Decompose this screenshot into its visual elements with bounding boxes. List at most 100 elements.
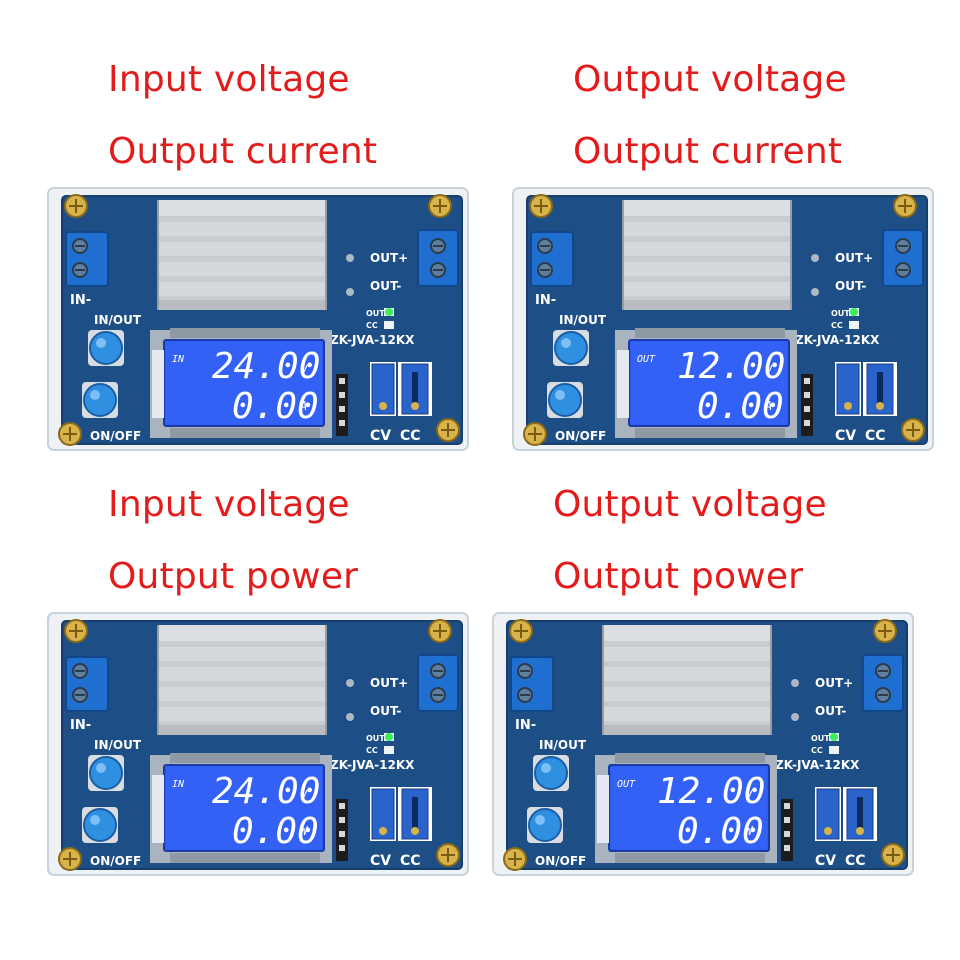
led-cc-label: CC	[831, 321, 843, 330]
screw-icon	[436, 418, 460, 442]
in-minus-label: IN-	[70, 718, 91, 733]
model-label: ZK-JVA-12KX	[775, 758, 860, 772]
input-terminal-icon	[65, 656, 109, 712]
cc-potentiometer-icon[interactable]	[398, 362, 432, 416]
cc-potentiometer-icon[interactable]	[843, 787, 877, 841]
in-out-button[interactable]	[88, 330, 124, 366]
cv-label: CV	[370, 428, 391, 444]
header-pins	[781, 799, 793, 861]
heatsink-icon	[157, 625, 327, 735]
on-off-button[interactable]	[527, 807, 563, 843]
cc-label: CC	[845, 853, 866, 869]
screw-icon	[881, 843, 905, 867]
cv-potentiometer-icon[interactable]	[370, 787, 396, 841]
led-out-icon	[850, 308, 858, 316]
screw-icon	[64, 619, 88, 643]
caption-line-1: Input voltage	[108, 484, 350, 525]
header-pins	[336, 799, 348, 861]
lcd-top-value: 12.00	[677, 346, 785, 387]
lcd-top-value: 24.00	[212, 771, 320, 812]
on-off-button[interactable]	[82, 382, 118, 418]
screw-icon	[529, 194, 553, 218]
out-plus-label: OUT+	[370, 676, 408, 690]
caption-line-2: Output power	[108, 556, 359, 597]
caption-line-1: Output voltage	[573, 59, 847, 100]
in-out-button[interactable]	[553, 330, 589, 366]
in-out-label: IN/OUT	[539, 738, 587, 752]
out-plus-label: OUT+	[835, 251, 873, 265]
input-terminal-icon	[510, 656, 554, 712]
lcd-display	[595, 753, 777, 863]
in-minus-label: IN-	[70, 293, 91, 308]
screw-icon	[901, 418, 925, 442]
screw-icon	[893, 194, 917, 218]
converter-board-photo: IN- OUT+ OUT- OUT CC ZK-JVA-12KX IN/OU	[492, 612, 914, 876]
out-plus-label: OUT+	[370, 251, 408, 265]
caption-line-2: Output power	[553, 556, 804, 597]
lcd-top-unit: V	[300, 363, 308, 377]
cv-potentiometer-icon[interactable]	[835, 362, 861, 416]
converter-board-photo: IN- OUT+ OUT- OUT CC ZK-JVA-12KX IN/OU	[512, 187, 934, 451]
on-off-label: ON/OFF	[555, 429, 606, 443]
lcd-bottom-value: 0.00	[232, 811, 319, 852]
led-out-icon	[830, 733, 838, 741]
header-pins	[801, 374, 813, 436]
lcd-bottom-value: 0.00	[697, 386, 784, 427]
cc-potentiometer-icon[interactable]	[863, 362, 897, 416]
converter-board-photo: IN- OUT+ OUT- OUT CC ZK-JVA-12KX IN/OU	[47, 612, 469, 876]
screw-icon	[509, 619, 533, 643]
out-minus-label: OUT-	[835, 279, 866, 293]
cv-label: CV	[370, 853, 391, 869]
screw-icon	[64, 194, 88, 218]
lcd-bottom-unit: W	[300, 824, 309, 838]
model-label: ZK-JVA-12KX	[795, 333, 880, 347]
on-off-button[interactable]	[82, 807, 118, 843]
lcd-mode-label: OUT	[617, 779, 636, 790]
led-out-icon	[385, 733, 393, 741]
led-cc-label: CC	[366, 746, 378, 755]
caption-line-2: Output current	[108, 131, 378, 172]
output-terminal-icon	[417, 229, 459, 287]
out-minus-label: OUT-	[370, 704, 401, 718]
model-label: ZK-JVA-12KX	[330, 333, 415, 347]
output-terminal-icon	[882, 229, 924, 287]
cv-potentiometer-icon[interactable]	[815, 787, 841, 841]
cc-potentiometer-icon[interactable]	[398, 787, 432, 841]
on-off-label: ON/OFF	[90, 854, 141, 868]
cv-potentiometer-icon[interactable]	[370, 362, 396, 416]
on-off-label: ON/OFF	[90, 429, 141, 443]
caption-line-1: Output voltage	[553, 484, 827, 525]
in-out-button[interactable]	[88, 755, 124, 791]
lcd-top-unit: V	[765, 363, 773, 377]
screw-icon	[436, 843, 460, 867]
lcd-bottom-unit: A	[299, 399, 307, 413]
lcd-top-value: 24.00	[212, 346, 320, 387]
screw-icon	[58, 847, 82, 871]
converter-board-photo: IN- OUT+ OUT- OUT CC ZK-JVA-12KX IN/OU	[47, 187, 469, 451]
in-out-label: IN/OUT	[94, 738, 142, 752]
product-panel: Output voltage Output power	[445, 425, 925, 905]
cc-label: CC	[400, 428, 421, 444]
cc-label: CC	[400, 853, 421, 869]
led-out-label: OUT	[366, 309, 385, 318]
heatsink-icon	[622, 200, 792, 310]
lcd-bottom-value: 0.00	[677, 811, 764, 852]
led-out-label: OUT	[366, 734, 385, 743]
screw-icon	[428, 194, 452, 218]
lcd-display	[150, 753, 332, 863]
led-cc-icon	[384, 746, 394, 754]
screw-icon	[523, 422, 547, 446]
in-out-button[interactable]	[533, 755, 569, 791]
caption-line-2: Output current	[573, 131, 843, 172]
product-panel: Input voltage Output current	[0, 0, 480, 480]
product-panel: Output voltage Output current	[465, 0, 945, 480]
screw-icon	[873, 619, 897, 643]
out-minus-label: OUT-	[815, 704, 846, 718]
output-terminal-icon	[417, 654, 459, 712]
led-out-label: OUT	[831, 309, 850, 318]
lcd-bottom-value: 0.00	[232, 386, 319, 427]
lcd-bottom-unit: W	[745, 824, 754, 838]
on-off-button[interactable]	[547, 382, 583, 418]
lcd-top-unit: V	[745, 788, 753, 802]
heatsink-icon	[602, 625, 772, 735]
